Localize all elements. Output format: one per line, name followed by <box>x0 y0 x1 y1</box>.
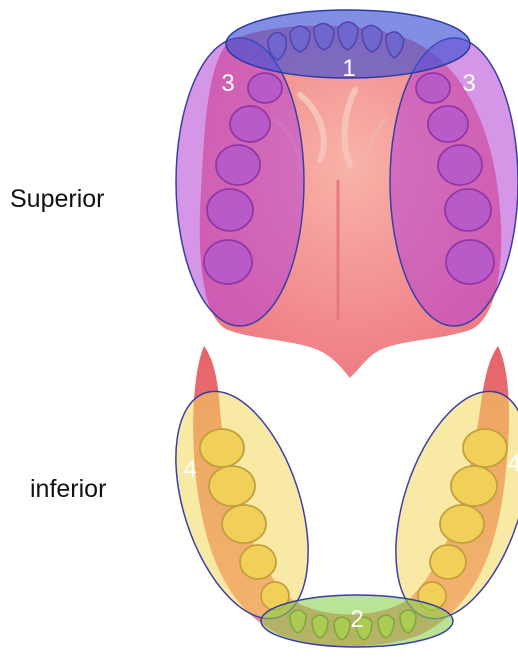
lower-arch: 2 4 4 <box>150 346 518 647</box>
region-3-right-label: 3 <box>462 70 475 97</box>
region-4-left-overlay <box>150 375 333 635</box>
region-4-left-label: 4 <box>183 456 196 483</box>
upper-arch: 1 3 3 <box>176 10 518 378</box>
region-3-left-overlay <box>176 38 304 326</box>
region-3-left-label: 3 <box>221 70 234 97</box>
superior-arch-label: Superior <box>10 185 105 214</box>
inferior-arch-label: inferior <box>30 475 106 504</box>
region-1-label: 1 <box>342 55 355 82</box>
region-2-label: 2 <box>350 606 363 633</box>
region-3-right-overlay <box>390 38 518 326</box>
region-4-right-label: 4 <box>507 450 518 477</box>
